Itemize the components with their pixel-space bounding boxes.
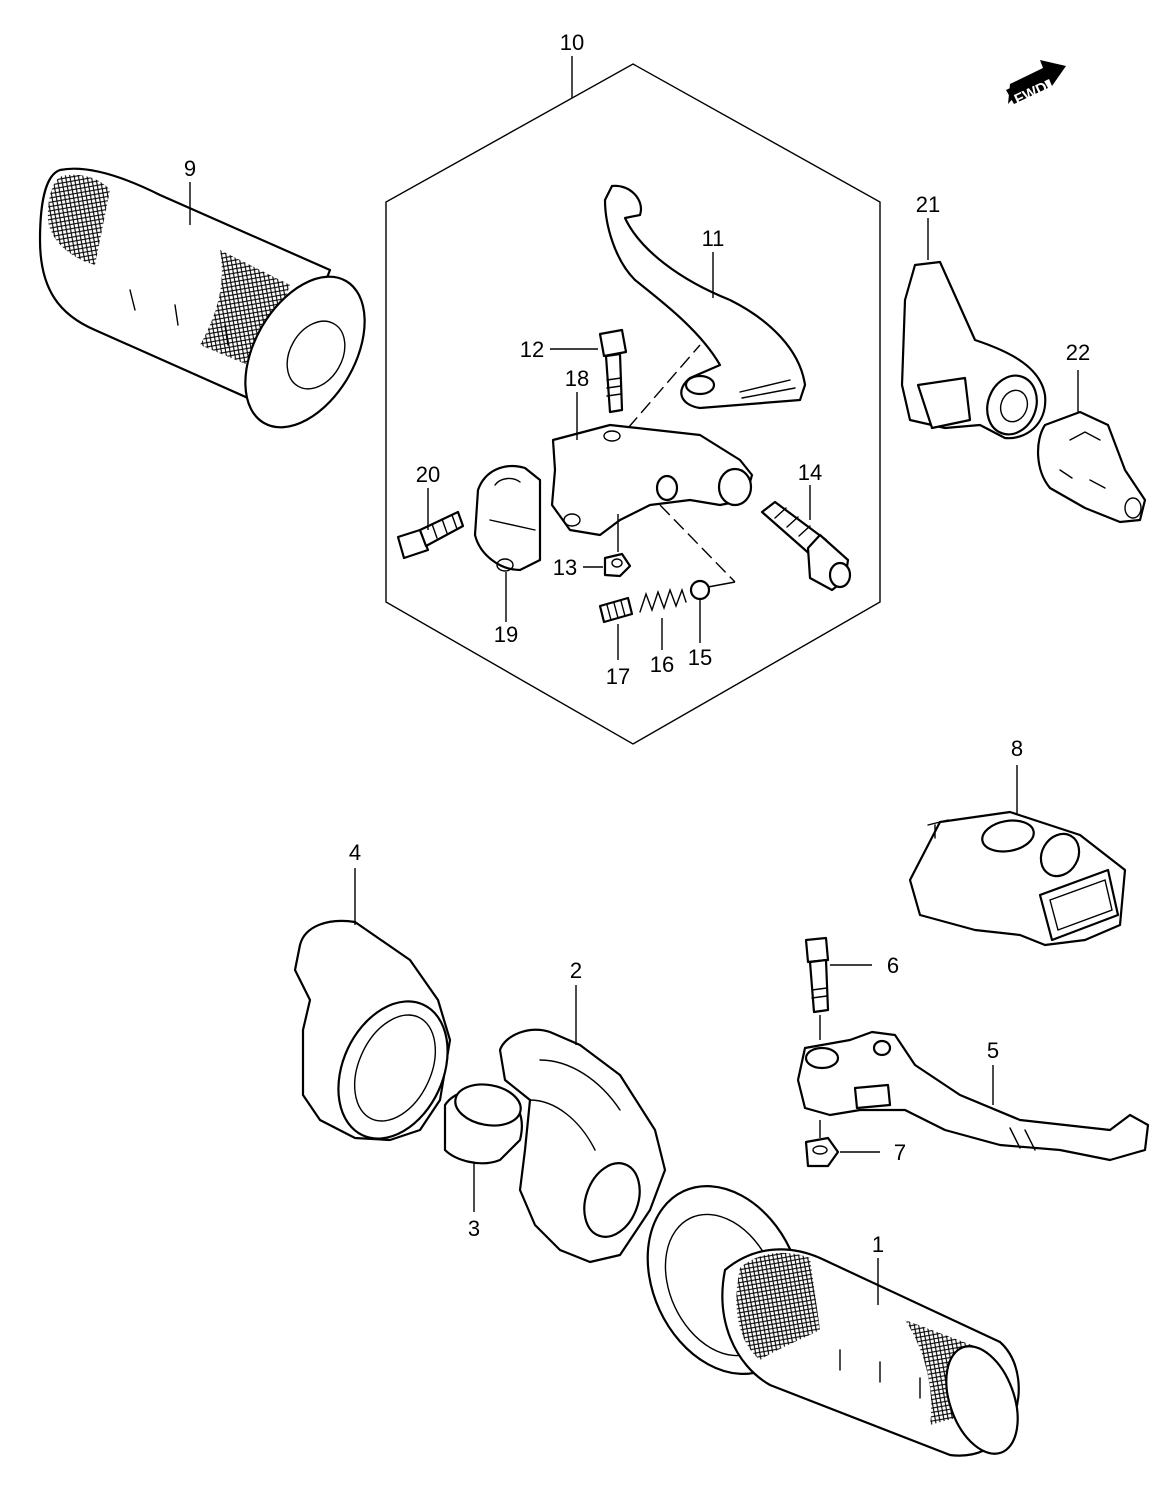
callout-15: 15 <box>688 645 712 670</box>
pivot-bolt <box>598 328 628 414</box>
lever-cover <box>900 260 1047 440</box>
callout-13: 13 <box>553 555 577 580</box>
callout-20: 20 <box>416 462 440 487</box>
callout-11: 11 <box>702 226 725 251</box>
clamp-bolt <box>396 510 465 560</box>
assembly-dash-line <box>627 344 701 429</box>
clutch-lever-assembly-outline <box>385 63 881 745</box>
lever-pivot-bolt <box>804 936 830 1014</box>
brake-lever-cover <box>908 810 1127 947</box>
left-grip <box>38 167 366 429</box>
callout-18: 18 <box>565 366 589 391</box>
lever-nut <box>804 1136 840 1168</box>
nut <box>603 552 632 578</box>
callout-21: 21 <box>916 192 940 217</box>
adjuster-knob <box>1036 410 1147 524</box>
holder-clamp <box>473 464 542 572</box>
ball-dash-line <box>707 581 736 588</box>
callout-17: 17 <box>606 664 630 689</box>
throttle-collar <box>443 1083 523 1165</box>
callout-4: 4 <box>349 840 361 865</box>
lever-holder <box>550 423 754 537</box>
callout-22: 22 <box>1066 340 1090 365</box>
throttle-housing <box>498 1028 667 1264</box>
set-screw <box>598 596 634 624</box>
callout-5: 5 <box>987 1038 999 1063</box>
steel-ball <box>689 579 711 601</box>
callout-1: 1 <box>872 1232 884 1257</box>
callout-8: 8 <box>1011 736 1023 761</box>
callout-7: 7 <box>894 1140 906 1165</box>
callout-16: 16 <box>650 652 674 677</box>
callout-19: 19 <box>494 622 518 647</box>
fwd-arrow-icon: FWD <box>1006 60 1066 109</box>
spring <box>639 587 687 613</box>
callout-2: 2 <box>570 958 582 983</box>
callout-6: 6 <box>887 953 899 978</box>
clutch-lever <box>603 184 807 410</box>
throttle-cover <box>293 919 452 1142</box>
right-grip <box>646 1185 1020 1457</box>
brake-lever <box>796 1030 1150 1162</box>
callout-3: 3 <box>468 1216 480 1241</box>
adjuster-dash-line <box>659 504 736 583</box>
callout-14: 14 <box>798 460 822 485</box>
callout-10: 10 <box>560 30 584 55</box>
callout-9: 9 <box>184 156 196 181</box>
callout-12: 12 <box>520 337 544 362</box>
cable-adjuster <box>760 500 852 592</box>
